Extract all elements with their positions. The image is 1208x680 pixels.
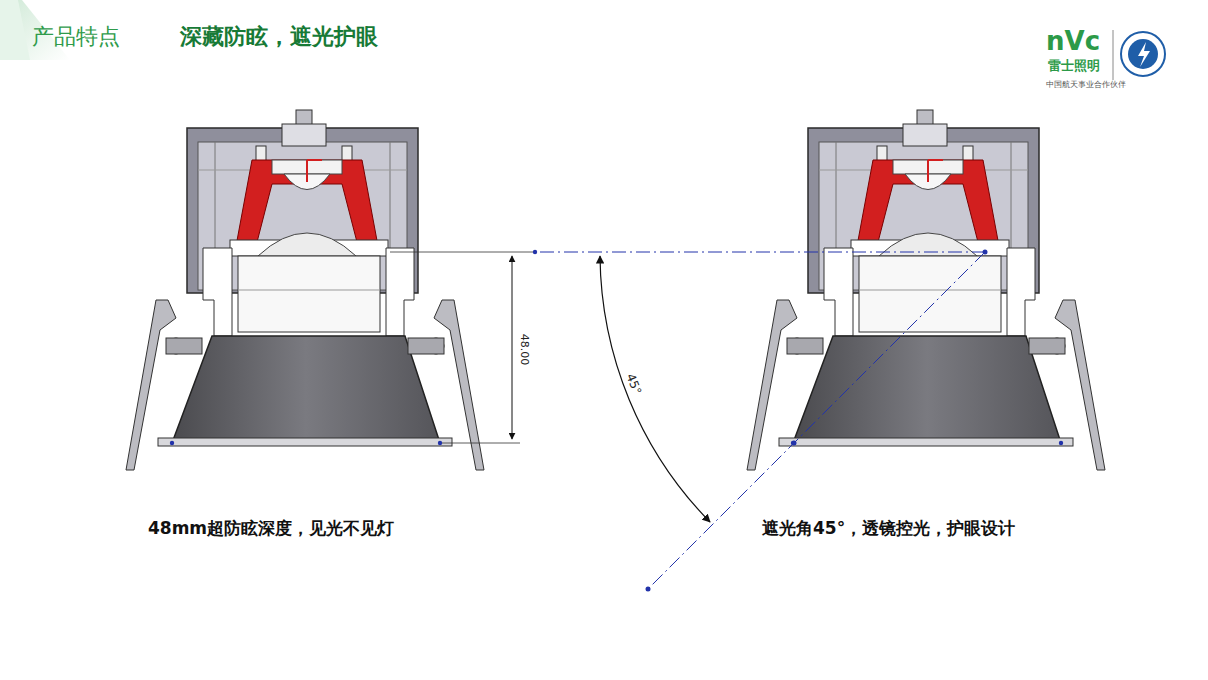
brand-tagline: 中国航天事业合作伙伴 (1046, 80, 1126, 90)
slide-subtitle: 深藏防眩，遮光护眼 (180, 24, 378, 50)
brand-name: 雷士照明 (1048, 58, 1100, 74)
feature-caption: 遮光角45°，透镜控光，护眼设计 (762, 518, 1015, 538)
slide-title: 产品特点 (32, 24, 120, 50)
angle-value: 45° (623, 370, 646, 399)
feature-caption: 48mm超防眩深度，见光不见灯 (148, 518, 394, 538)
brand-logo: nVc (1046, 26, 1100, 57)
dimension-value: 48.00 (518, 332, 531, 368)
